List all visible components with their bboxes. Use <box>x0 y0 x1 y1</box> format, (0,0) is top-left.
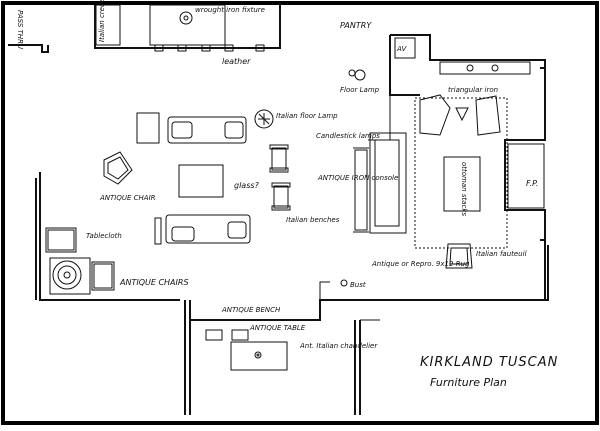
label-antique-bench: ANTIQUE BENCH <box>221 306 281 314</box>
label-candlestick-lamps: Candlestick lamps <box>316 132 380 140</box>
credenza-area <box>95 4 265 52</box>
label-pass-thru: PASS THRU <box>16 10 24 49</box>
label-tablecloth: Tablecloth <box>86 232 122 240</box>
walls <box>8 5 549 415</box>
label-antique-table: ANTIQUE TABLE <box>249 324 306 332</box>
label-italian-fauteuil: Italian fauteuil <box>476 250 527 258</box>
label-wrought-iron-fixture: wrought iron fixture <box>195 6 265 14</box>
label-floor-lamp-right: Floor Lamp <box>340 86 380 94</box>
label-antique-iron-console: ANTIQUE IRON console <box>317 174 398 182</box>
label-bust: Bust <box>350 281 366 289</box>
label-leather: leather <box>222 57 251 66</box>
label-italian-benches: Italian benches <box>286 216 340 224</box>
label-av: AV <box>396 45 407 53</box>
label-ottoman: ottoman stacks <box>460 162 468 216</box>
label-pantry: PANTRY <box>340 21 372 30</box>
label-fp: F.P. <box>526 179 538 188</box>
plan-subtitle: Furniture Plan <box>430 376 507 389</box>
label-italian-floor-lamp: Italian floor Lamp <box>276 112 338 120</box>
label-triangular-iron: triangular iron <box>448 86 498 94</box>
label-antique-chair: ANTIQUE CHAIR <box>99 194 156 202</box>
label-rug: Antique or Repro. 9x12 Rug <box>371 260 470 268</box>
living-right-furniture <box>205 37 545 371</box>
label-chandelier: Ant. Italian chandelier <box>299 342 378 350</box>
label-antique-chairs: ANTIQUE CHAIRS <box>119 278 189 287</box>
title-block: KIRKLAND TUSCAN Furniture Plan <box>420 355 558 389</box>
label-italian-credenza: Italian credenza <box>98 0 106 42</box>
living-left-furniture <box>45 109 291 295</box>
label-glass: glass? <box>234 181 260 190</box>
labels: PASS THRU Italian credenza wrought iron … <box>16 0 538 350</box>
plan-title: KIRKLAND TUSCAN <box>420 355 558 370</box>
